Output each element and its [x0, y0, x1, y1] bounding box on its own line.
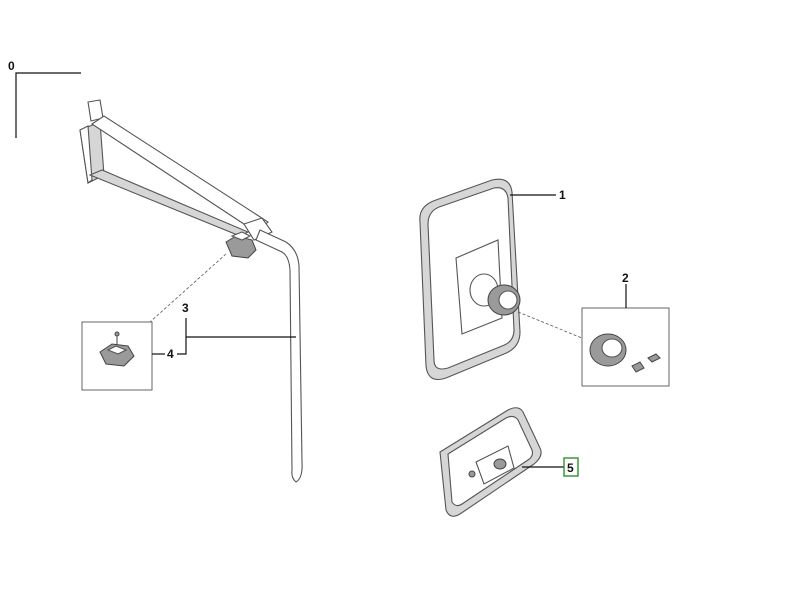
mount-cap-detail-face — [601, 338, 623, 358]
small-mirror: 5 — [439, 407, 579, 517]
callout-1-label[interactable]: 1 — [559, 188, 566, 202]
mount-cap-screw-2 — [631, 361, 645, 373]
callout-3-leader — [185, 318, 296, 338]
mount-cap-screw-1 — [647, 353, 661, 363]
callout-0-group: 0 — [8, 59, 81, 138]
mount-detail-leader — [517, 311, 583, 339]
callout-0-label[interactable]: 0 — [8, 59, 15, 73]
main-mirror: 1 — [419, 178, 566, 381]
small-mirror-screw — [468, 470, 476, 478]
callout-0-bracket — [15, 72, 81, 138]
mirror-arm — [79, 99, 303, 483]
arm-knob-top — [230, 231, 252, 241]
callout-3-label[interactable]: 3 — [182, 301, 189, 315]
knob-detail — [81, 321, 153, 391]
small-mirror-pivot — [493, 458, 507, 470]
mount-cap-detail: 2 — [581, 271, 670, 387]
arm-lower-brace — [88, 169, 250, 237]
arm-wall-plate-edge — [79, 125, 93, 184]
knob-detail-stem-tip — [114, 331, 120, 337]
callout-2-label[interactable]: 2 — [622, 271, 629, 285]
knob-detail-leader — [149, 253, 227, 323]
callout-3-4-group: 3 4 — [152, 301, 296, 361]
callout-4-connector — [177, 337, 187, 355]
main-mirror-mount-face — [498, 290, 518, 310]
knob-detail-top — [106, 345, 128, 355]
arm-tube — [255, 229, 303, 483]
callout-5-label[interactable]: 5 — [567, 461, 574, 475]
callout-5-highlight-box — [563, 457, 579, 477]
arm-upper-beam — [91, 115, 269, 233]
callout-4-label[interactable]: 4 — [167, 347, 174, 361]
